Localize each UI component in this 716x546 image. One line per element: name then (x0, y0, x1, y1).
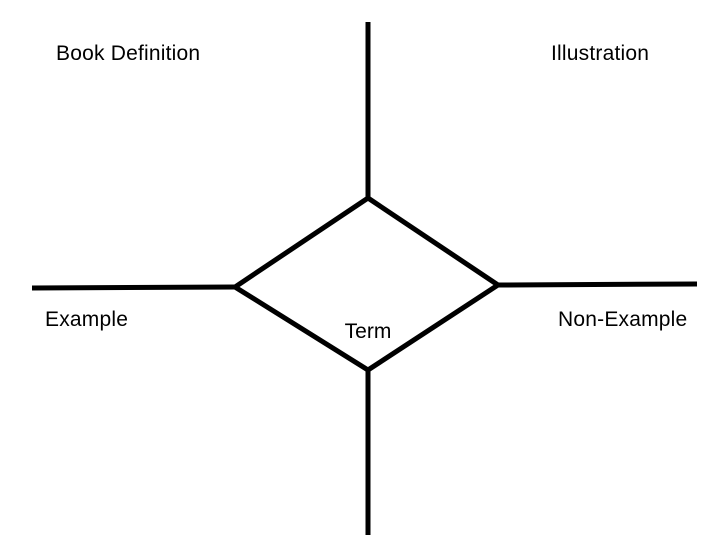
left-connector-line (31, 284, 236, 291)
quadrant-label-illustration: Illustration (551, 42, 650, 65)
center-diamond (230, 194, 503, 373)
quadrant-label-book-definition: Book Definition (56, 42, 201, 65)
quadrant-label-non-example: Non-Example (558, 308, 688, 331)
right-connector-line (497, 281, 698, 288)
center-term-label: Term (344, 320, 392, 343)
quadrant-label-example: Example (45, 308, 129, 331)
